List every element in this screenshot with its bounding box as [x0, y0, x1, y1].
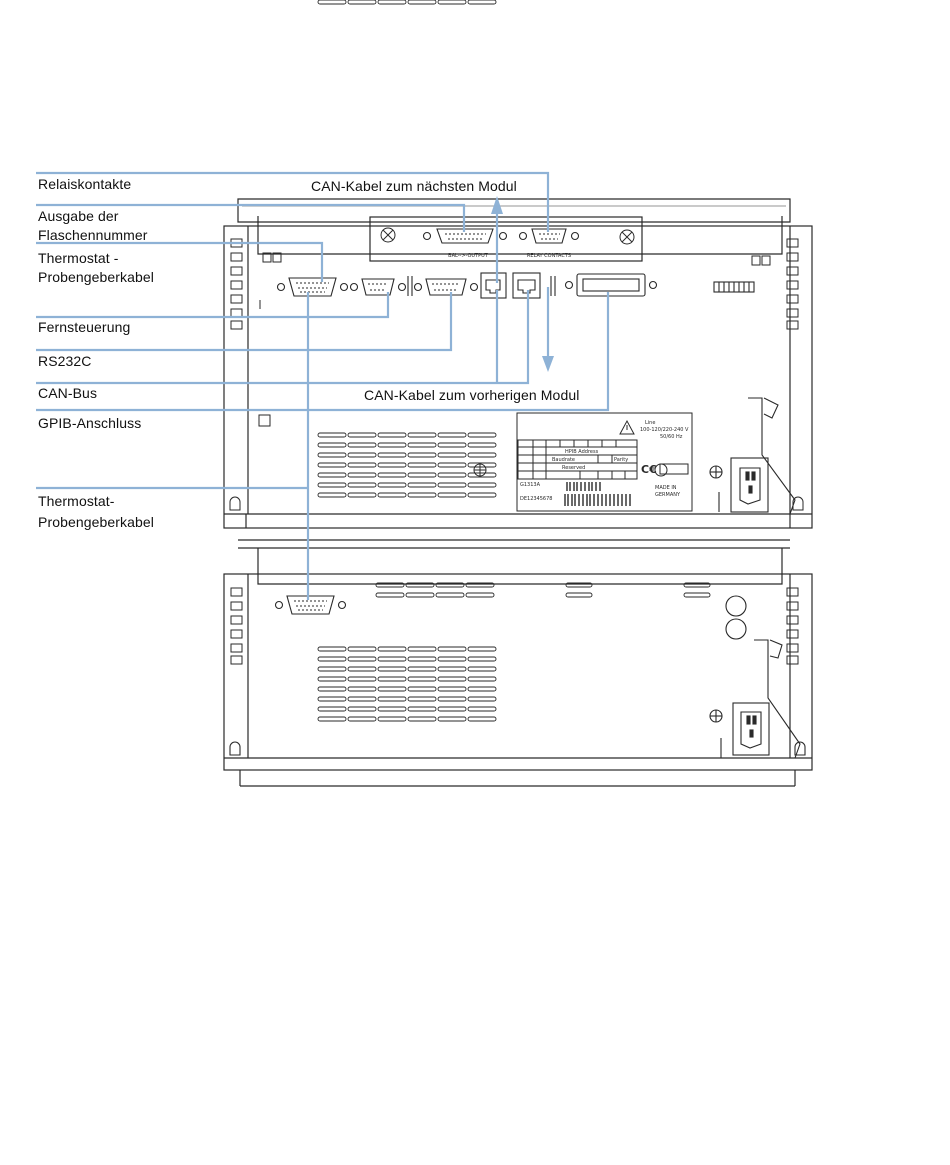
plate-serial: DE12345678	[520, 496, 552, 502]
plate-frequency: 50/60 Hz	[660, 434, 683, 440]
callout-thermostat-bottom-1: Thermostat-	[38, 493, 115, 509]
type-label-plate	[516, 412, 693, 512]
thermostat-connector-upper	[276, 277, 349, 297]
callout-ausgabe-1: Ausgabe der	[38, 208, 119, 224]
plate-parity: Parity	[614, 457, 628, 463]
callout-can-prev: CAN-Kabel zum vorherigen Modul	[362, 386, 582, 405]
relay-contacts-print: RELAY CONTACTS	[527, 253, 571, 259]
plate-made-in-2: GERMANY	[655, 492, 681, 498]
power-inlet-icon	[732, 702, 770, 756]
callout-gpib: GPIB-Anschluss	[38, 415, 142, 431]
power-section-upper	[709, 397, 796, 515]
config-switch	[713, 281, 755, 293]
callout-ausgabe-2: Flaschennummer	[38, 227, 148, 243]
thermostat-connector-lower	[274, 595, 347, 615]
plate-gpib-address: HPIB Address	[565, 449, 599, 455]
callout-can-bus: CAN-Bus	[38, 385, 98, 401]
callout-relais: Relaiskontakte	[38, 176, 132, 192]
upper-vent-grid	[317, 0, 497, 498]
callout-rs232c: RS232C	[38, 353, 92, 369]
upper-right-slots	[786, 238, 799, 330]
lower-module	[223, 539, 813, 787]
can-port-2	[512, 272, 541, 299]
leader-lines	[36, 171, 610, 600]
rs232-connector	[413, 278, 479, 296]
callout-fernsteuerung: Fernsteuerung	[38, 319, 131, 335]
callout-can-next: CAN-Kabel zum nächsten Modul	[309, 177, 519, 196]
upper-module	[223, 198, 813, 529]
can-port-1	[480, 272, 507, 299]
warning-icon	[619, 419, 635, 435]
plate-model: G1313A	[520, 482, 541, 488]
relay-contacts-connector	[518, 228, 580, 244]
remote-connector	[349, 278, 407, 296]
gpib-connector	[564, 273, 658, 297]
plate-voltage: 100-120/220-240 V	[640, 427, 689, 433]
upper-left-slots	[230, 238, 243, 330]
callout-thermostat-bottom-2: Probengeberkabel	[38, 514, 155, 530]
callout-thermostat-top-2: Probengeberkabel	[38, 269, 155, 285]
lower-vent-grid	[317, 646, 497, 722]
plate-reserved: Reserved	[562, 465, 585, 471]
plate-baudrate: Baudrate	[552, 457, 575, 463]
power-inlet-icon	[730, 457, 769, 513]
ce-mark-icon: C€	[641, 463, 657, 476]
plate-made-in-1: MADE IN	[655, 485, 677, 491]
power-section-lower	[709, 639, 801, 759]
bcd-output-print: BAL-->-OUTPUT	[448, 253, 489, 259]
callout-thermostat-top-1: Thermostat -	[38, 250, 119, 266]
ground-screw-upper	[473, 463, 487, 477]
bcd-output-connector	[422, 228, 508, 244]
plate-line: Line	[645, 420, 655, 426]
